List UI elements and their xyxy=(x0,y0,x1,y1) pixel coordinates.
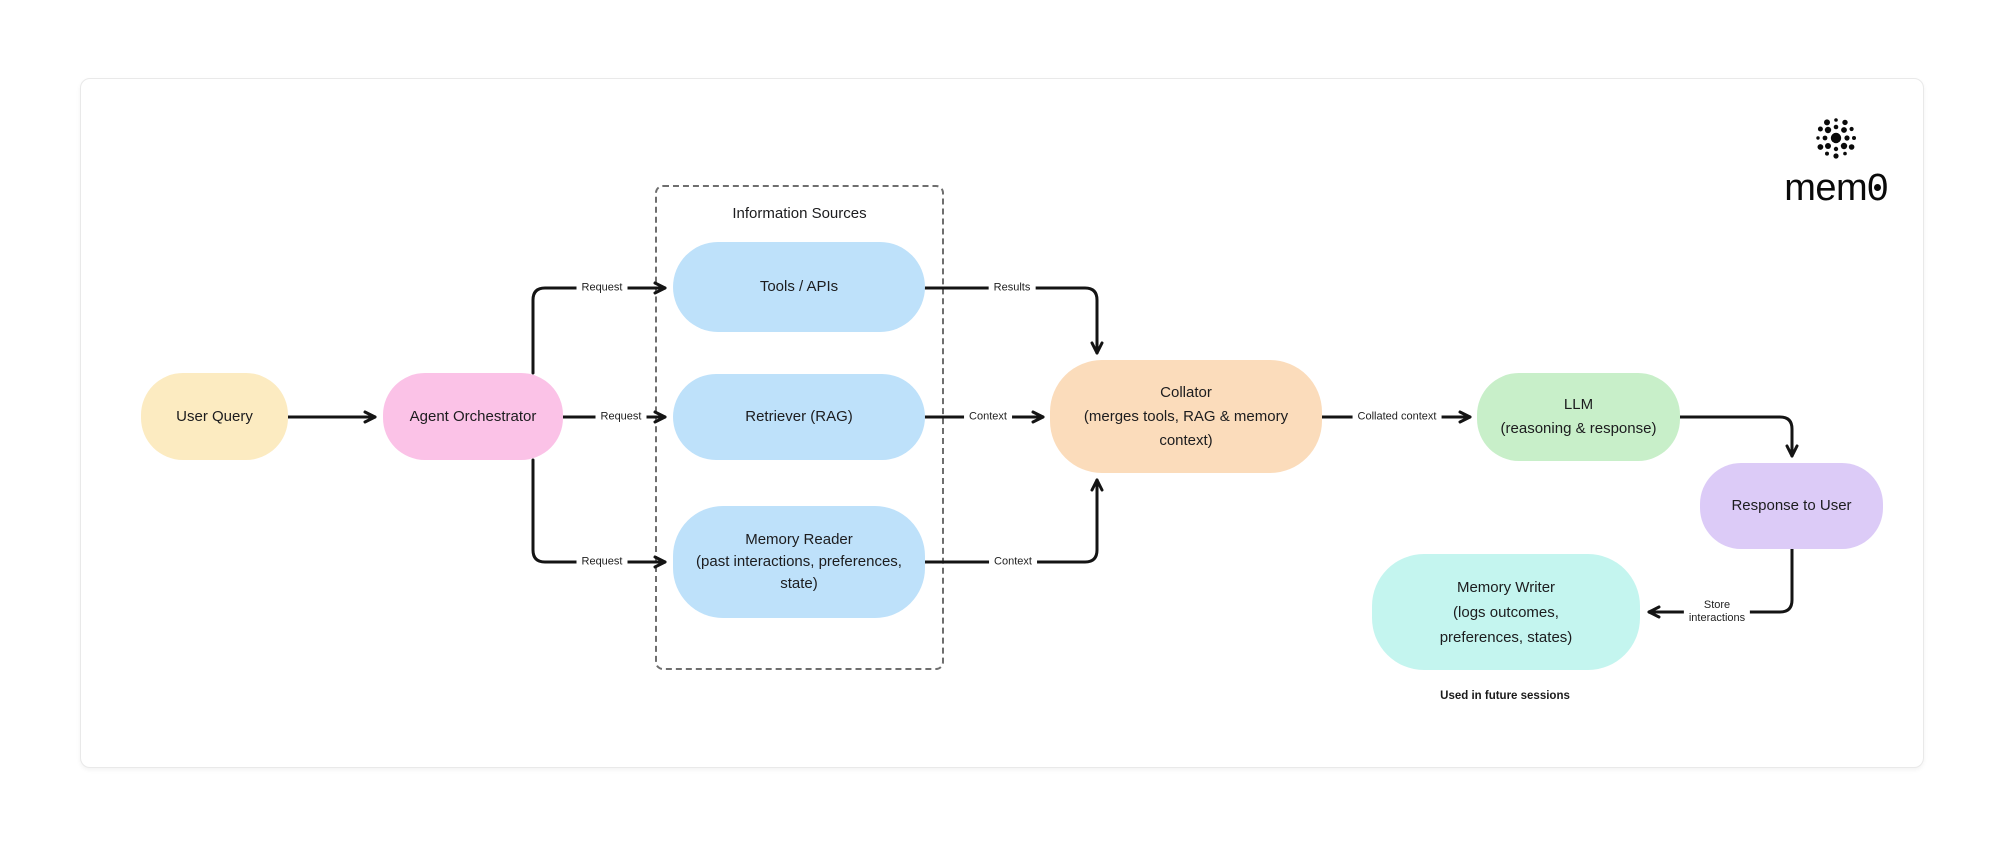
node-llm: LLM (reasoning & response) xyxy=(1477,373,1680,461)
node-label: (logs outcomes, xyxy=(1453,603,1559,621)
node-label: Retriever (RAG) xyxy=(745,408,853,425)
dot-burst-icon xyxy=(1816,118,1856,159)
node-memory-writer: Memory Writer (logs outcomes, preference… xyxy=(1372,554,1640,670)
node-label: Memory Writer xyxy=(1456,578,1556,596)
edge-label-line: Store xyxy=(1703,599,1731,611)
node-label: Collator xyxy=(1160,383,1212,401)
footnote-used-in-future-sessions: Used in future sessions xyxy=(1440,690,1570,702)
node-label: Response to User xyxy=(1731,497,1852,514)
node-memory-reader: Memory Reader (past interactions, prefer… xyxy=(673,506,925,618)
edge-label-request-top: Request xyxy=(576,280,628,296)
information-sources-group xyxy=(655,185,944,670)
node-collator: Collator (merges tools, RAG & memory con… xyxy=(1050,360,1322,473)
node-label: state) xyxy=(780,575,818,592)
node-label: (reasoning & response) xyxy=(1500,420,1657,437)
information-sources-title: Information Sources xyxy=(732,205,867,222)
node-user-query: User Query xyxy=(141,373,288,460)
node-label: LLM xyxy=(1563,396,1594,413)
node-label: (merges tools, RAG & memory xyxy=(1083,407,1289,425)
edge-label-collated-context: Collated context xyxy=(1352,409,1442,425)
edge-label-context-bottom: Context xyxy=(989,554,1037,570)
node-label: User Query xyxy=(176,407,253,425)
node-agent-orchestrator: Agent Orchestrator xyxy=(383,373,563,460)
node-retriever-rag: Retriever (RAG) xyxy=(673,374,925,460)
node-label: preferences, states) xyxy=(1439,628,1573,646)
mem0-wordmark: mem0 xyxy=(1784,166,1888,210)
node-response-to-user: Response to User xyxy=(1700,463,1883,549)
zero-dot-icon xyxy=(1873,183,1881,191)
node-label: (past interactions, preferences, xyxy=(696,553,902,570)
mem0-logo: mem0 xyxy=(1758,112,1914,210)
node-tools-apis: Tools / APIs xyxy=(673,242,925,332)
edge-label-request-middle: Request xyxy=(595,409,647,425)
node-label: Memory Reader xyxy=(745,531,853,548)
node-label: context) xyxy=(1159,431,1213,449)
edge-label-context-middle: Context xyxy=(964,409,1012,425)
mem0-wordmark-text: mem0 xyxy=(1784,167,1888,209)
node-label: Agent Orchestrator xyxy=(409,407,537,425)
edge-label-request-bottom: Request xyxy=(576,554,628,570)
edge-label-results: Results xyxy=(988,280,1036,296)
edge-label-store-interactions: Store interactions xyxy=(1683,598,1751,626)
edge-label-line: interactions xyxy=(1688,612,1746,624)
node-label: Tools / APIs xyxy=(759,278,839,295)
